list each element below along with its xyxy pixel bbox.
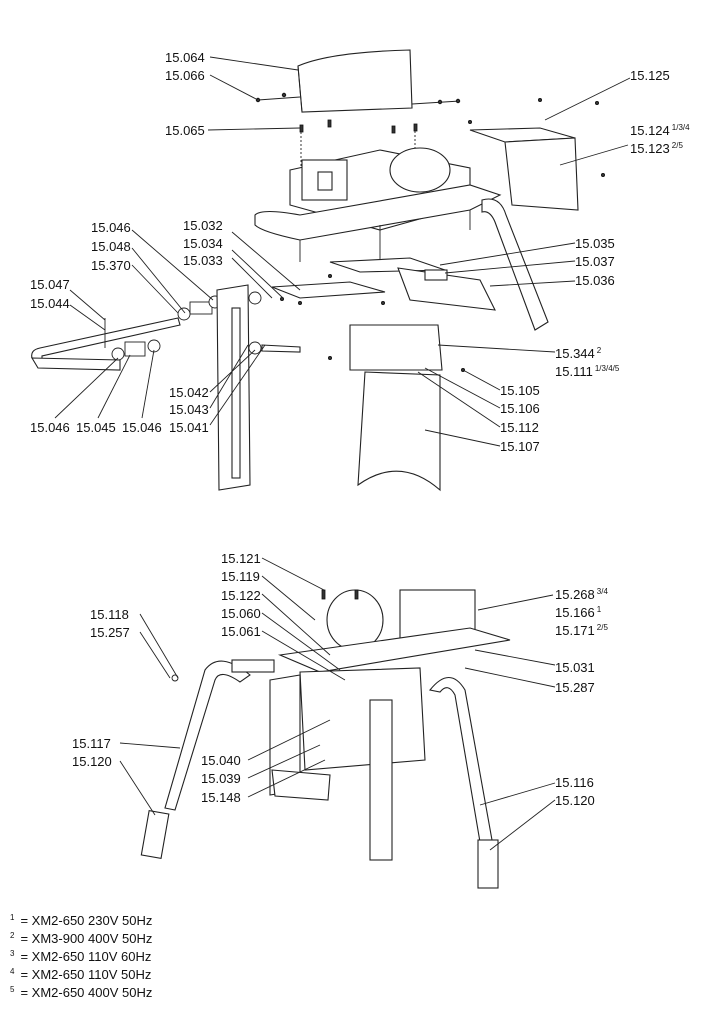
part-label-15-061: 15.061 xyxy=(221,624,261,639)
part-label-15-044: 15.044 xyxy=(30,296,70,311)
part-label-15-148: 15.148 xyxy=(201,790,241,805)
lamp-holder xyxy=(397,267,496,311)
part-label-15-042: 15.042 xyxy=(169,385,209,400)
part-label-15-046: 15.046 xyxy=(122,420,162,435)
legend-row: 4= XM2-650 110V 50Hz xyxy=(10,967,152,982)
bottom-tubes xyxy=(140,659,499,889)
part-label-15-105: 15.105 xyxy=(500,383,540,398)
part-label-15-034: 15.034 xyxy=(183,236,223,251)
part-label-15-036: 15.036 xyxy=(575,273,615,288)
part-label-15-065: 15.065 xyxy=(165,123,205,138)
part-label-15-112: 15.112 xyxy=(500,420,539,435)
part-label-15-035: 15.035 xyxy=(575,236,615,251)
part-label-15-120: 15.120 xyxy=(72,754,112,769)
part-label-15-116: 15.116 xyxy=(555,775,594,790)
part-label-15-122: 15.122 xyxy=(221,588,261,603)
leader-lines xyxy=(54,56,631,851)
part-label-15-048: 15.048 xyxy=(91,239,131,254)
part-label-15-106: 15.106 xyxy=(500,401,540,416)
motor-unit xyxy=(254,147,502,262)
part-label-15-287: 15.287 xyxy=(555,680,595,695)
part-label-15-039: 15.039 xyxy=(201,771,241,786)
part-label-15-040: 15.040 xyxy=(201,753,241,768)
legend-row: 1= XM2-650 230V 50Hz xyxy=(10,913,153,928)
part-label-15-031: 15.031 xyxy=(555,660,595,675)
part-label-15-060: 15.060 xyxy=(221,606,261,621)
part-label-15-121: 15.121 xyxy=(221,551,261,566)
part-label-15-117: 15.117 xyxy=(72,736,111,751)
part-label-15-043: 15.043 xyxy=(169,402,209,417)
part-label-15-047: 15.047 xyxy=(30,277,70,292)
part-label-15-037: 15.037 xyxy=(575,254,615,269)
model-legend: 1= XM2-650 230V 50Hz 2= XM3-900 400V 50H… xyxy=(10,912,152,1002)
part-label-15-257: 15.257 xyxy=(90,625,130,640)
part-label-15-041: 15.041 xyxy=(169,420,209,435)
vertical-rail xyxy=(216,284,301,491)
part-label-15-107: 15.107 xyxy=(500,439,540,454)
legend-row: 3= XM2-650 110V 60Hz xyxy=(10,949,152,964)
side-plate xyxy=(467,98,606,211)
part-label-15-120: 15.120 xyxy=(555,793,595,808)
bottom-frame xyxy=(269,589,511,861)
part-label-15-045: 15.045 xyxy=(76,420,116,435)
part-label-15-064: 15.064 xyxy=(165,50,205,65)
legend-row: 2= XM3-900 400V 50Hz xyxy=(10,931,153,946)
part-label-15-119: 15.119 xyxy=(221,569,260,584)
part-label-15-033: 15.033 xyxy=(183,253,223,268)
part-label-15-066: 15.066 xyxy=(165,68,205,83)
part-label-15-370: 15.370 xyxy=(91,258,131,273)
part-label-15-032: 15.032 xyxy=(183,218,223,233)
legend-row: 5= XM2-650 400V 50Hz xyxy=(10,985,153,1000)
handle xyxy=(31,317,181,371)
part-label-15-125: 15.125 xyxy=(630,68,670,83)
support-tube-top xyxy=(481,198,549,331)
part-label-15-046: 15.046 xyxy=(30,420,70,435)
part-label-15-118: 15.118 xyxy=(90,607,129,622)
part-label-15-046: 15.046 xyxy=(91,220,131,235)
blade-guard xyxy=(327,324,465,492)
cover-part xyxy=(297,49,413,113)
cover-screws xyxy=(255,92,461,105)
